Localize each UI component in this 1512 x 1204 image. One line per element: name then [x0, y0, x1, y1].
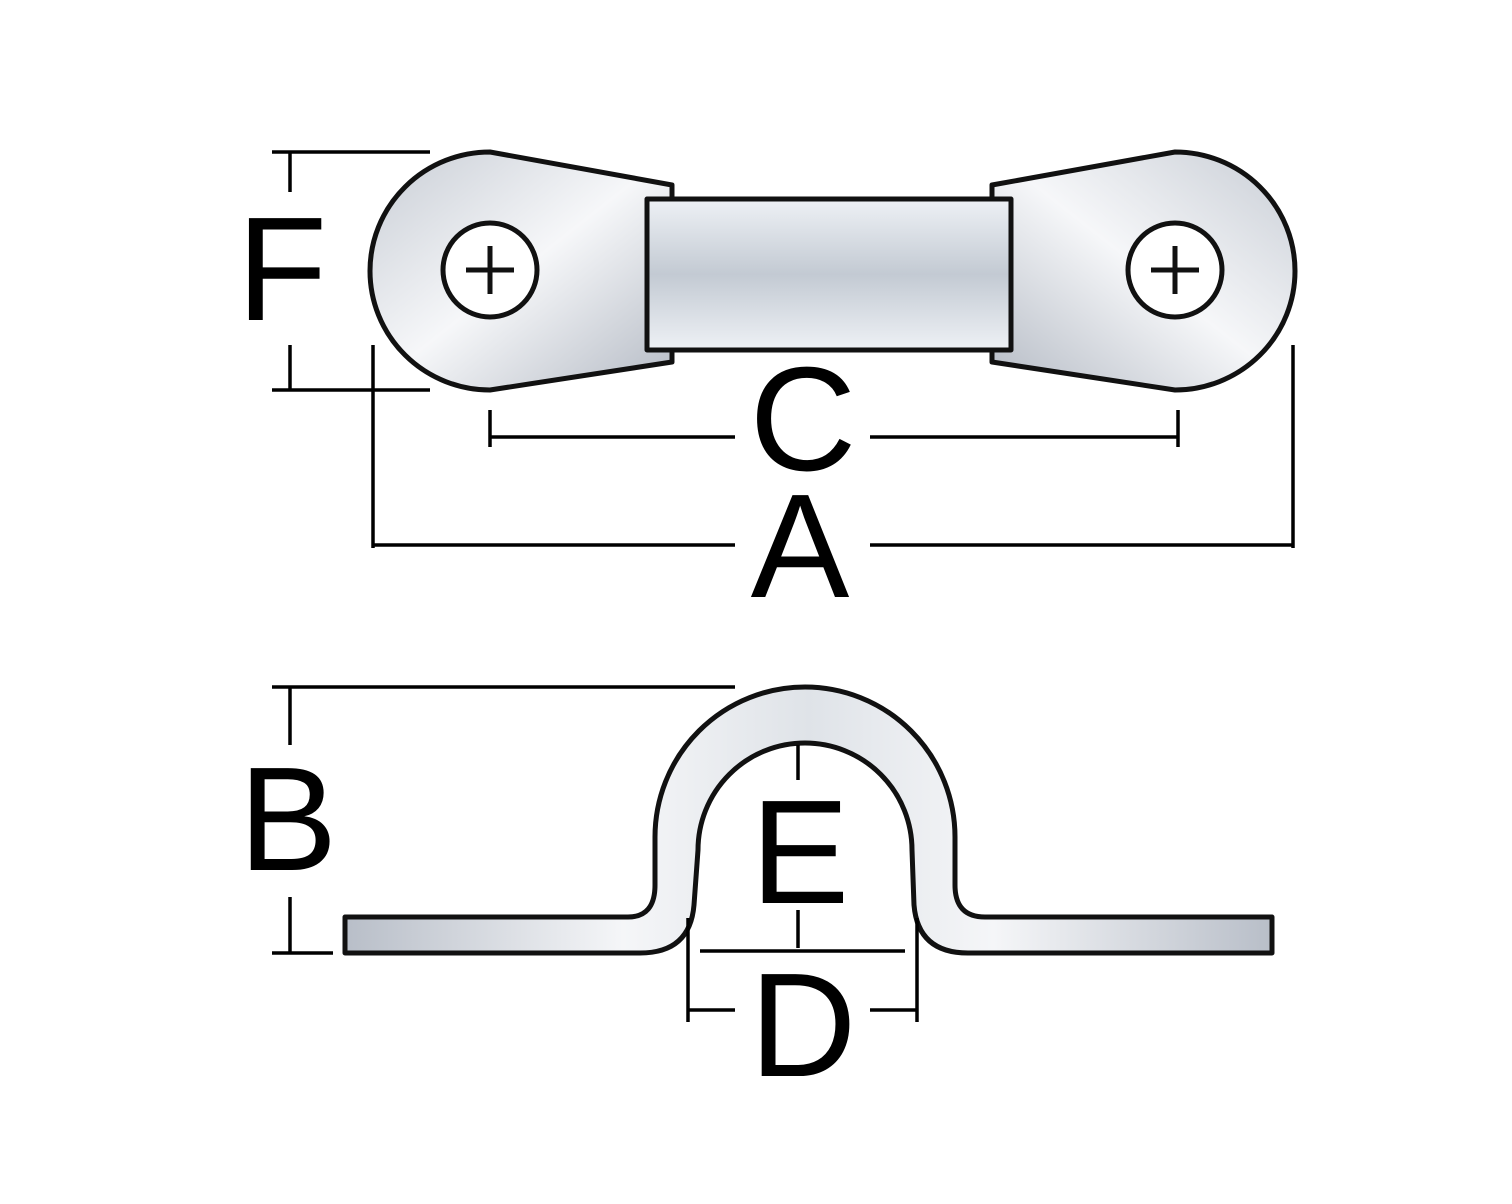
label-c: C [750, 337, 857, 502]
dimension-a: A [371, 345, 1295, 629]
side-profile [342, 684, 1275, 956]
phillips-screw-icon [440, 220, 540, 320]
dimension-e: E [751, 745, 850, 948]
label-f: F [237, 187, 327, 352]
dimension-b: B [239, 685, 735, 955]
dimension-f: F [237, 150, 430, 392]
label-b: B [239, 737, 338, 902]
center-strap [644, 196, 1014, 353]
label-d: D [750, 943, 857, 1108]
label-a: A [751, 464, 850, 629]
phillips-screw-icon [1125, 220, 1225, 320]
dimension-d: D [686, 918, 919, 1108]
top-view: F C A [237, 149, 1298, 629]
dimension-c: C [488, 337, 1180, 502]
label-e: E [751, 770, 850, 935]
side-view: B E D [239, 684, 1275, 1108]
